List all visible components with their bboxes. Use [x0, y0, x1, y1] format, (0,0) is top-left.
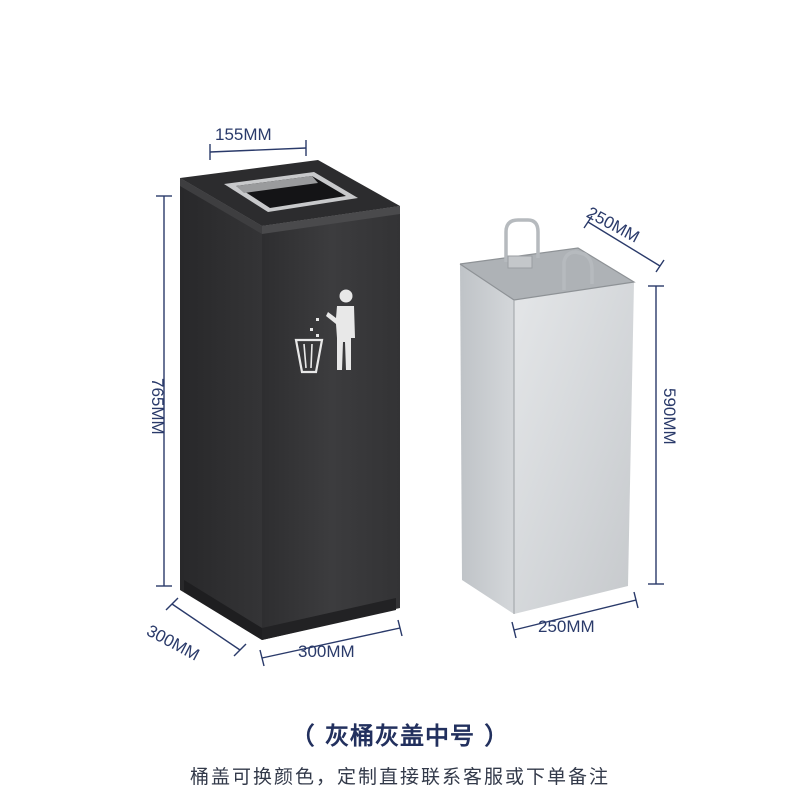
dimension-label-bucket-height: 590MM — [660, 388, 679, 445]
gray-trash-bin — [180, 160, 400, 640]
bucket-handle-right — [562, 250, 594, 290]
bin-opening-inner-wall — [236, 176, 318, 193]
bin-side-face — [180, 178, 262, 640]
dimension-lines — [156, 140, 665, 667]
dimension-label-top-opening: 155MM — [215, 125, 272, 144]
person-throwing-trash-icon — [294, 289, 355, 374]
dimension-label-bin-width: 300MM — [298, 642, 355, 661]
customization-note: 桶盖可换颜色，定制直接联系客服或下单备注 — [189, 766, 610, 788]
dimension-label-bucket-bottom: 250MM — [538, 617, 595, 636]
bucket-side-face — [460, 264, 514, 614]
product-variant-title: （ 灰桶灰盖中号 ） — [290, 722, 510, 750]
bin-base — [184, 580, 262, 640]
dimension-label-bin-height: 765MM — [148, 378, 167, 435]
bin-front-face — [262, 206, 400, 640]
bucket-handle-left — [504, 218, 540, 262]
bucket-front-face — [514, 282, 634, 614]
bin-lid-side-edge — [180, 178, 262, 234]
bin-base-front — [262, 598, 396, 640]
bin-lid-front-edge — [262, 206, 400, 234]
inner-metal-bucket — [459, 218, 636, 614]
